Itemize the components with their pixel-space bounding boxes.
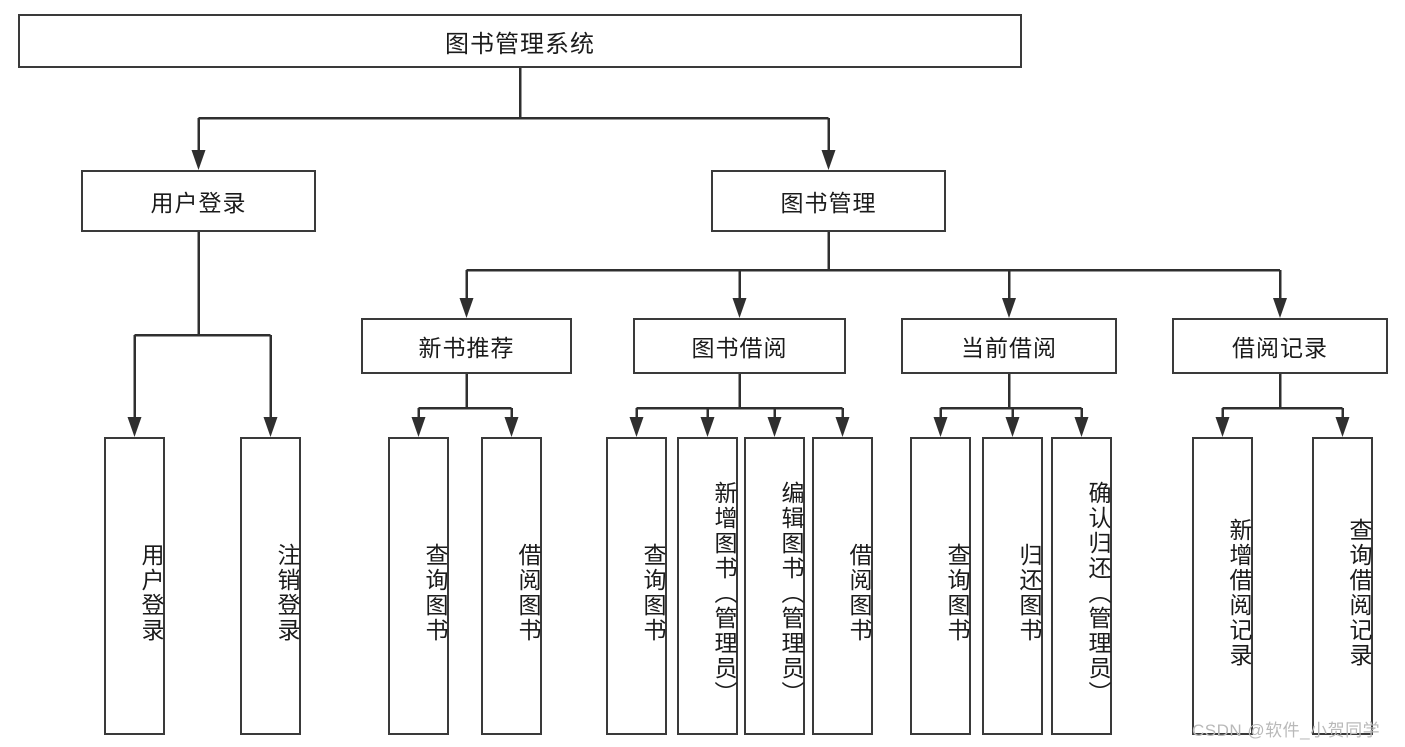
node-label: 查询图书 bbox=[640, 543, 666, 643]
connector-arrowhead bbox=[1215, 417, 1230, 437]
connector-arrowhead bbox=[835, 417, 850, 437]
node-label: 图书管理 bbox=[780, 190, 877, 216]
connector-arrowhead bbox=[459, 298, 474, 318]
node-label: 新增借阅记录 bbox=[1226, 518, 1252, 668]
connector-arrowhead bbox=[821, 150, 836, 170]
node-l-addrec[interactable]: 新增借阅记录 bbox=[1192, 437, 1253, 735]
node-l-query2[interactable]: 查询图书 bbox=[606, 437, 667, 735]
connector-arrowhead bbox=[1005, 417, 1020, 437]
node-label: 用户登录 bbox=[150, 190, 247, 216]
node-current[interactable]: 当前借阅 bbox=[901, 318, 1117, 374]
connector-arrowhead bbox=[263, 417, 278, 437]
node-l-borrow1[interactable]: 借阅图书 bbox=[481, 437, 542, 735]
connector-arrowhead bbox=[411, 417, 426, 437]
connector-arrowhead bbox=[1002, 298, 1016, 318]
node-label: 图书管理系统 bbox=[445, 30, 595, 58]
node-label: 用户登录 bbox=[138, 543, 164, 643]
node-label: 当前借阅 bbox=[961, 335, 1057, 361]
node-label: 查询图书 bbox=[944, 543, 970, 643]
node-label: 查询借阅记录 bbox=[1346, 518, 1372, 668]
node-label: 注销登录 bbox=[274, 543, 300, 643]
node-label: 图书借阅 bbox=[691, 335, 788, 361]
node-l-queryrec[interactable]: 查询借阅记录 bbox=[1312, 437, 1373, 735]
connector-arrowhead bbox=[504, 417, 519, 437]
node-l-add[interactable]: 新增图书（管理员） bbox=[677, 437, 738, 735]
node-label: 借阅记录 bbox=[1232, 335, 1328, 361]
connector-arrowhead bbox=[732, 298, 747, 318]
node-borrow[interactable]: 图书借阅 bbox=[633, 318, 846, 374]
connector-arrowhead bbox=[767, 417, 782, 437]
node-newbook[interactable]: 新书推荐 bbox=[361, 318, 572, 374]
connector-arrowhead bbox=[127, 417, 142, 437]
node-label: 查询图书 bbox=[422, 543, 448, 643]
connector-arrowhead bbox=[1273, 298, 1287, 318]
node-l-query3[interactable]: 查询图书 bbox=[910, 437, 971, 735]
node-l-query1[interactable]: 查询图书 bbox=[388, 437, 449, 735]
node-login[interactable]: 用户登录 bbox=[81, 170, 316, 232]
node-label: 确认归还（管理员） bbox=[1085, 480, 1111, 706]
node-root[interactable]: 图书管理系统 bbox=[18, 14, 1022, 68]
node-l-confirm[interactable]: 确认归还（管理员） bbox=[1051, 437, 1112, 735]
connector-arrowhead bbox=[700, 417, 715, 437]
node-label: 新增图书（管理员） bbox=[711, 480, 737, 706]
node-l-edit[interactable]: 编辑图书（管理员） bbox=[744, 437, 805, 735]
node-l-login[interactable]: 用户登录 bbox=[104, 437, 165, 735]
node-label: 归还图书 bbox=[1016, 543, 1042, 643]
node-label: 借阅图书 bbox=[846, 543, 872, 643]
watermark: CSDN @软件_小贺同学 bbox=[1192, 721, 1381, 740]
node-l-logout[interactable]: 注销登录 bbox=[240, 437, 301, 735]
node-l-borrow2[interactable]: 借阅图书 bbox=[812, 437, 873, 735]
node-label: 借阅图书 bbox=[515, 543, 541, 643]
node-label: 新书推荐 bbox=[418, 335, 515, 361]
connector-arrowhead bbox=[629, 417, 644, 437]
connector-arrowhead bbox=[191, 150, 206, 170]
connector-arrowhead bbox=[933, 417, 948, 437]
node-label: 编辑图书（管理员） bbox=[778, 480, 804, 706]
node-records[interactable]: 借阅记录 bbox=[1172, 318, 1388, 374]
connector-arrowhead bbox=[1335, 417, 1350, 437]
node-bookmgmt[interactable]: 图书管理 bbox=[711, 170, 946, 232]
connector-arrowhead bbox=[1074, 417, 1089, 437]
node-l-return[interactable]: 归还图书 bbox=[982, 437, 1043, 735]
